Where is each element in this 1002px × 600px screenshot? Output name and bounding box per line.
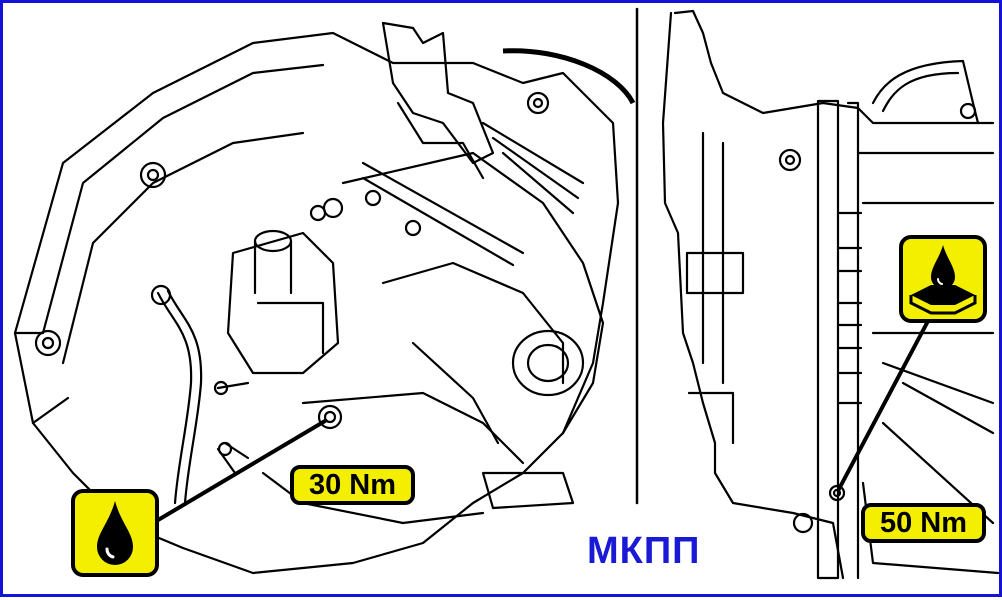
diagram-caption: МКПП [587,530,701,572]
oil-drop-icon [71,489,159,577]
oil-pan-icon [899,235,987,323]
torque-label-left: 30 Nm [290,465,415,505]
torque-label-right: 50 Nm [861,503,986,543]
gearbox-illustration [13,7,1000,580]
shaft-arc [502,48,636,105]
